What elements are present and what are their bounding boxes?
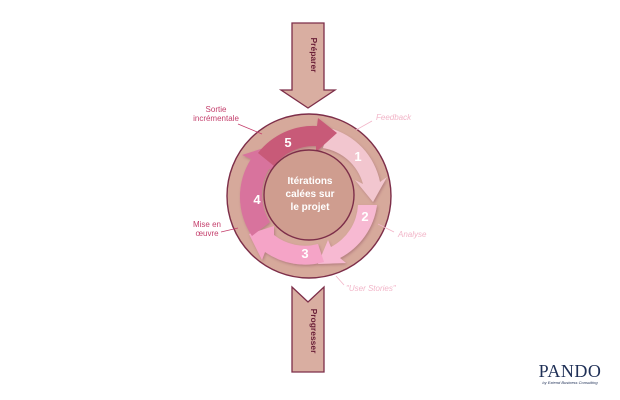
step-number-1: 1 xyxy=(354,149,361,164)
cycle-segment-4 xyxy=(239,146,276,236)
connector-sortie xyxy=(237,123,263,135)
progress-arrow-label: Progresser xyxy=(309,309,319,355)
cycle-segment-3 xyxy=(249,226,324,265)
label-analyse: Analyse xyxy=(398,230,427,239)
label-mise-line-2: œuvre xyxy=(195,229,219,238)
label-mise-line-1: Mise en xyxy=(192,220,221,229)
label-sortie-line-1: Sortie xyxy=(205,105,227,114)
center-text-line-2: calées sur xyxy=(286,189,335,200)
center-circle xyxy=(263,149,355,241)
connector-user-stories xyxy=(335,275,345,286)
connector-analyse xyxy=(377,223,395,233)
center-text-line-3: le projet xyxy=(291,202,331,213)
center-text-line-1: Itérations xyxy=(287,176,332,187)
step-number-2: 2 xyxy=(361,209,368,224)
label-sortie-line-2: incrémentale xyxy=(193,114,239,123)
cycle-segment-5 xyxy=(258,118,337,166)
logo-brand: PANDO xyxy=(538,361,602,381)
label-mise-en-oeuvre: Mise en œuvre xyxy=(190,220,224,238)
prepare-arrow-label: Préparer xyxy=(309,38,319,74)
prepare-arrow xyxy=(278,22,338,109)
step-number-3: 3 xyxy=(301,246,308,261)
logo-tagline: by Extend Business Consulting xyxy=(542,380,598,385)
pando-logo: PANDO by Extend Business Consulting xyxy=(530,362,610,385)
progress-arrow xyxy=(291,285,325,373)
label-feedback: Feedback xyxy=(376,113,412,122)
cycle-segment-1 xyxy=(323,128,387,202)
label-user-stories: "User Stories" xyxy=(346,284,396,293)
step-number-4: 4 xyxy=(253,192,261,207)
label-sortie-incrementale: Sortie incrémentale xyxy=(186,105,246,123)
step-number-5: 5 xyxy=(284,135,291,150)
connector-feedback xyxy=(355,120,373,131)
connector-mise xyxy=(220,227,239,233)
cycle-segment-2 xyxy=(318,205,377,264)
